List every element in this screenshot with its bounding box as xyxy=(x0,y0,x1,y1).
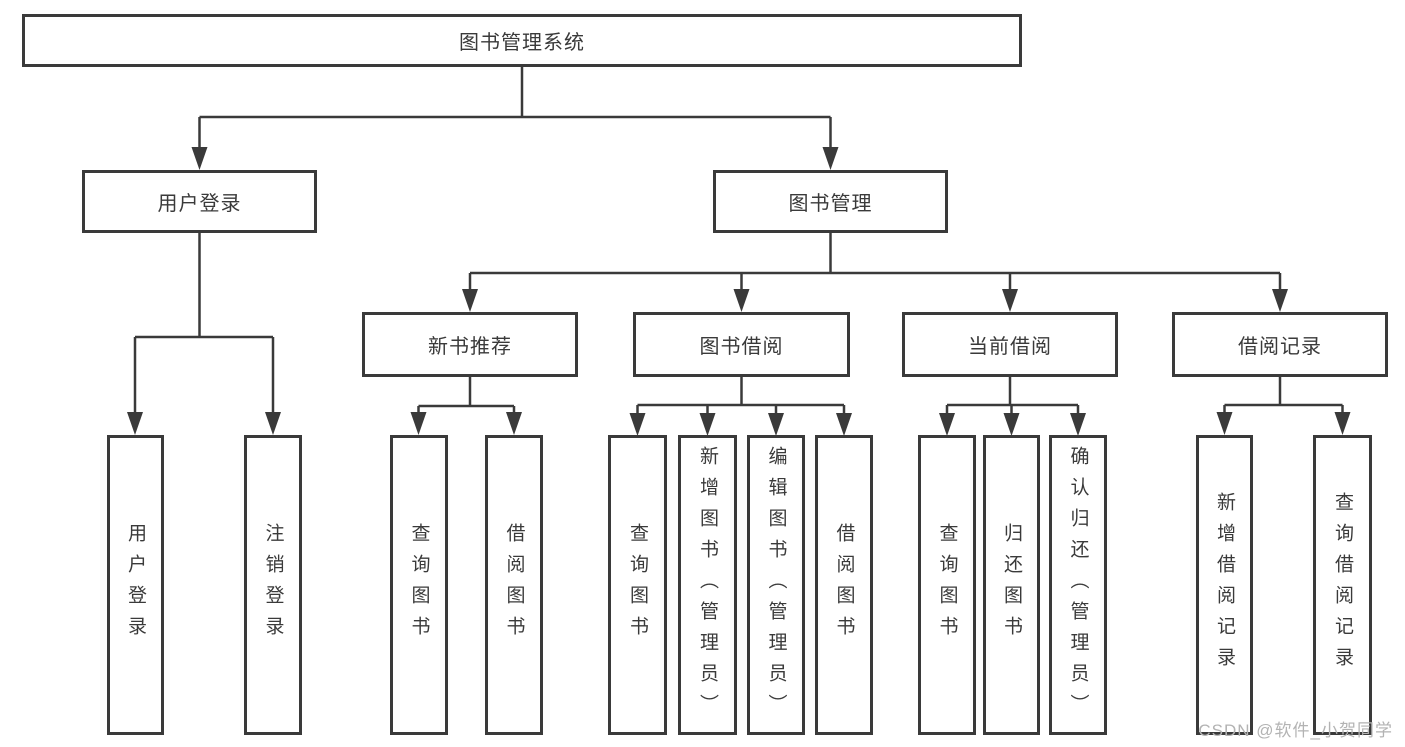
leaf-return-book: 归还图书 xyxy=(983,435,1040,735)
node-current-borrow: 当前借阅 xyxy=(902,312,1118,377)
leaf-confirm-return-admin-label: 确认归还（管理员） xyxy=(1067,445,1089,725)
leaf-borrow-books-recommend-label: 借阅图书 xyxy=(503,523,525,647)
leaf-add-borrow-record: 新增借阅记录 xyxy=(1196,435,1253,735)
leaf-query-borrow-record-label: 查询借阅记录 xyxy=(1332,492,1353,678)
leaf-query-books-borrow-label: 查询图书 xyxy=(627,523,648,647)
leaf-user-login-label: 用户登录 xyxy=(125,523,146,647)
node-new-book-recommend-label: 新书推荐 xyxy=(428,336,512,358)
node-new-book-recommend: 新书推荐 xyxy=(362,312,578,377)
leaf-return-book-label: 归还图书 xyxy=(1001,523,1022,647)
leaf-borrow-books-borrow-label: 借阅图书 xyxy=(833,523,855,647)
watermark: CSDN @软件_小贺同学 xyxy=(1198,721,1393,740)
node-borrow-records: 借阅记录 xyxy=(1172,312,1388,377)
leaf-query-books-recommend: 查询图书 xyxy=(390,435,448,735)
node-book-borrow-label: 图书借阅 xyxy=(699,336,784,358)
leaf-add-borrow-record-label: 新增借阅记录 xyxy=(1214,492,1235,678)
leaf-logout-login: 注销登录 xyxy=(244,435,302,735)
node-borrow-records-label: 借阅记录 xyxy=(1238,336,1322,358)
leaf-add-book-admin: 新增图书（管理员） xyxy=(678,435,737,735)
leaf-query-books-recommend-label: 查询图书 xyxy=(408,523,430,647)
leaf-borrow-books-borrow: 借阅图书 xyxy=(815,435,873,735)
leaf-edit-book-admin-label: 编辑图书（管理员） xyxy=(765,445,787,725)
node-book-borrow: 图书借阅 xyxy=(633,312,850,377)
leaf-query-books-borrow: 查询图书 xyxy=(608,435,667,735)
leaf-query-books-current-label: 查询图书 xyxy=(936,523,958,647)
arrowhead-icons xyxy=(127,147,1351,436)
node-root-label: 图书管理系统 xyxy=(459,32,585,54)
node-book-management-label: 图书管理 xyxy=(788,193,873,215)
leaf-query-borrow-record: 查询借阅记录 xyxy=(1313,435,1372,735)
node-user-login-label: 用户登录 xyxy=(157,193,242,215)
leaf-query-books-current: 查询图书 xyxy=(918,435,976,735)
leaf-edit-book-admin: 编辑图书（管理员） xyxy=(747,435,805,735)
leaf-logout-login-label: 注销登录 xyxy=(262,523,284,647)
leaf-add-book-admin-label: 新增图书（管理员） xyxy=(697,445,718,725)
node-user-login: 用户登录 xyxy=(82,170,317,233)
node-current-borrow-label: 当前借阅 xyxy=(968,336,1052,358)
leaf-borrow-books-recommend: 借阅图书 xyxy=(485,435,543,735)
node-root: 图书管理系统 xyxy=(22,14,1022,67)
node-book-management: 图书管理 xyxy=(713,170,948,233)
leaf-confirm-return-admin: 确认归还（管理员） xyxy=(1049,435,1107,735)
leaf-user-login: 用户登录 xyxy=(107,435,164,735)
